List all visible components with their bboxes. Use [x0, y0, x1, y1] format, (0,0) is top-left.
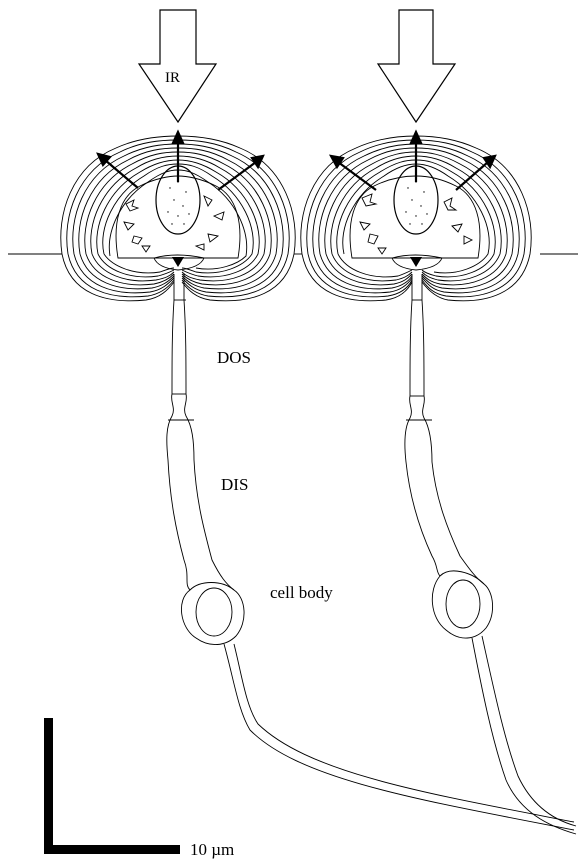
- stalk-left: [167, 274, 190, 590]
- scale-bar-label: 10 µm: [190, 840, 234, 859]
- nucleus-left: [196, 588, 232, 636]
- debris-right: [360, 194, 472, 254]
- ir-label: IR: [165, 70, 180, 86]
- axon-left: [224, 644, 574, 830]
- debris-left: [124, 196, 224, 252]
- scale-bar: [44, 718, 180, 854]
- dos-label: DOS: [217, 348, 251, 367]
- right-receptor-unit: [301, 10, 576, 834]
- cell-body-label: cell body: [270, 583, 333, 602]
- ir-arrow-right: [378, 10, 455, 122]
- nucleus-right: [446, 580, 480, 628]
- stalk-right: [405, 274, 440, 576]
- axon-right: [472, 638, 576, 834]
- ir-arrow-left: [139, 10, 216, 122]
- base-triangle-left: [172, 257, 184, 267]
- dis-label: DIS: [221, 475, 248, 494]
- dome-cavity-right: [350, 176, 480, 258]
- cell-body-left: [181, 583, 244, 645]
- oval-stipple-left: [167, 181, 189, 224]
- emission-arrows-right: [331, 132, 495, 190]
- left-receptor-unit: IR: [61, 10, 574, 830]
- oval-stipple-right: [405, 181, 427, 224]
- base-triangle-right: [410, 257, 422, 267]
